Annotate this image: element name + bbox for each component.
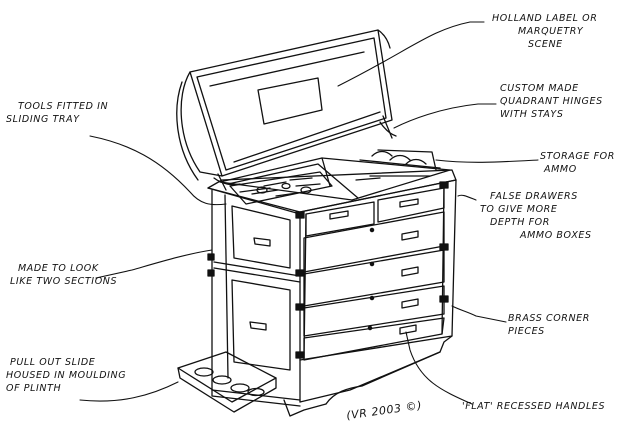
label-false-drawers-line-1: FALSE DRAWERS [490,191,578,202]
label-false-drawers: FALSE DRAWERS TO GIVE MORE DEPTH FOR AMM… [480,190,592,242]
label-two-sections: MADE TO LOOK LIKE TWO SECTIONS [10,262,117,288]
drawers [303,187,445,361]
label-pull-out-slide: PULL OUT SLIDE HOUSED IN MOULDING OF PLI… [6,356,126,395]
label-holland: HOLLAND LABEL OR MARQUETRY SCENE [492,12,597,51]
label-hinges-line-2: QUADRANT HINGES [500,96,603,107]
label-ammo-storage-line-1: STORAGE FOR [540,151,615,162]
label-pull-out-slide-line-1: PULL OUT SLIDE [10,357,96,368]
label-pull-out-slide-line-3: OF PLINTH [6,383,62,394]
plinth [211,335,453,417]
cabinet-body [207,169,457,401]
label-hinges-line-1: CUSTOM MADE [500,83,579,94]
label-tools-tray-line-1: TOOLS FITTED IN [18,101,109,112]
ammo-storage-tray [355,150,427,181]
label-recessed-handles: 'FLAT' RECESSED HANDLES [462,400,605,413]
label-hinges-line-3: WITH STAYS [500,109,564,120]
label-brass-corners: BRASS CORNER PIECES [508,312,590,338]
pull-out-slide [177,351,277,413]
label-brass-corners-line-2: PIECES [508,326,545,337]
label-two-sections-line-2: LIKE TWO SECTIONS [10,276,118,287]
label-holland-line-2: MARQUETRY [518,26,584,37]
label-tools-tray: TOOLS FITTED IN SLIDING TRAY [6,100,108,126]
label-false-drawers-line-3: DEPTH FOR [490,217,550,228]
open-lid [176,29,393,181]
label-tools-tray-line-2: SLIDING TRAY [6,114,80,125]
label-ammo-storage: STORAGE FOR AMMO [540,150,615,176]
label-false-drawers-line-2: TO GIVE MORE [480,204,558,215]
label-recessed-handles-line-1: 'FLAT' RECESSED HANDLES [462,401,606,412]
brass-corner-pieces [207,181,449,359]
label-pull-out-slide-line-2: HOUSED IN MOULDING [6,370,127,381]
label-false-drawers-line-4: AMMO BOXES [520,230,592,241]
label-holland-line-1: HOLLAND LABEL OR [492,13,598,24]
holland-label-panel [257,77,323,125]
label-two-sections-line-1: MADE TO LOOK [18,263,99,274]
label-hinges: CUSTOM MADE QUADRANT HINGES WITH STAYS [500,82,603,121]
label-brass-corners-line-1: BRASS CORNER [508,313,590,324]
leader-lines [79,21,539,405]
label-ammo-storage-line-2: AMMO [544,164,577,175]
label-holland-line-3: SCENE [528,39,563,50]
